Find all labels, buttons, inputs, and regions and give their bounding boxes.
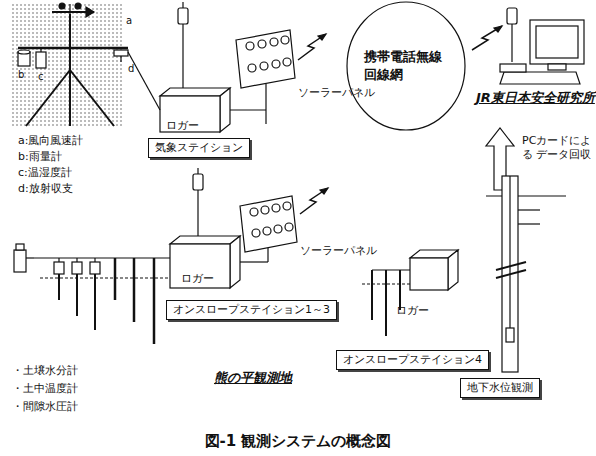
- part-label: ロガー: [396, 304, 429, 318]
- computer: [500, 8, 584, 84]
- node-text: 地下水位観測: [467, 381, 533, 395]
- radio-link: [472, 26, 502, 50]
- part-label: ロガー: [166, 119, 199, 133]
- sensor-array: [14, 244, 170, 344]
- node-text: 携帯電話無線 回線網: [364, 48, 448, 84]
- part-label: ソーラーパネル: [300, 244, 377, 258]
- node-text: オンスロープステイション1～3: [173, 303, 330, 317]
- weather-mast: [12, 2, 128, 126]
- part-label: d:放射収支: [18, 182, 73, 196]
- station-box: 地下水位観測: [460, 378, 540, 398]
- solar-panel: [230, 30, 295, 124]
- station-box: 気象ステイション: [148, 138, 250, 158]
- part-label: ・土壌水分計: [12, 364, 78, 378]
- part-label: a:風向風速計: [18, 134, 83, 148]
- sensor-array: [362, 270, 412, 336]
- part-label: ロガー: [181, 272, 214, 286]
- groundwater-well: [486, 176, 566, 372]
- part-label: b: [18, 68, 24, 81]
- logger-unit: [170, 236, 240, 288]
- part-label: PCカードによる データ回収: [522, 134, 594, 163]
- antenna: [193, 168, 203, 236]
- part-label: ・間隙水圧計: [12, 400, 78, 414]
- part-label: a: [126, 14, 132, 27]
- network-ellipse: 携帯電話無線 回線網: [345, 0, 467, 132]
- part-label: b:雨量計: [18, 150, 62, 164]
- node-text: オンスロープステイション4: [343, 353, 482, 367]
- ellipse-outline: [345, 0, 467, 132]
- part-label: ソーラーパネル: [298, 86, 375, 100]
- node-text: 気象ステイション: [155, 141, 243, 155]
- part-label: c: [38, 70, 44, 83]
- part-label: d: [128, 62, 134, 75]
- radio-link: [298, 34, 326, 60]
- figure-caption: 図-1 観測システムの概念図: [0, 432, 596, 451]
- site-label: JR東日本安全研究所: [476, 90, 595, 107]
- station-box: オンスロープステイション4: [336, 350, 489, 370]
- part-label: c:温湿度計: [18, 166, 72, 180]
- site-label: 熊の平観測地: [214, 370, 292, 387]
- radio-link: [300, 188, 328, 214]
- logger-unit: [410, 250, 458, 290]
- station-box: オンスロープステイション1～3: [166, 300, 337, 320]
- antenna: [128, 2, 188, 110]
- solar-panel: [240, 196, 297, 262]
- part-label: ・土中温度計: [12, 382, 78, 396]
